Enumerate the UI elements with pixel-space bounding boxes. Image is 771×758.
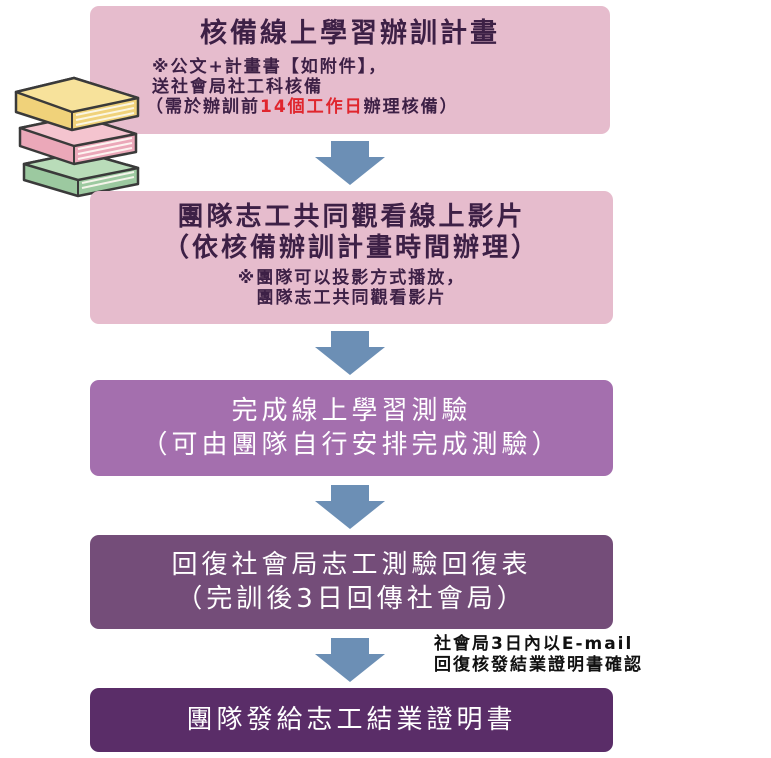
step-1-deadline-highlight: 14個工作日: [260, 97, 364, 117]
step-1-box: 核備線上學習辦訓計畫 ※公文+計畫書【如附件】， 送社會局社工科核備 （需於辦訓…: [90, 6, 610, 134]
step-5-box: 團隊發給志工結業證明書: [90, 688, 613, 752]
step-1-note-3-suffix: 辦理核備）: [363, 97, 459, 117]
step-3-title-line-1: 完成線上學習測驗: [231, 396, 472, 426]
side-note-line-2: 回復核發結業證明書確認: [434, 655, 643, 675]
down-arrow-icon: [315, 331, 385, 375]
step-1-note-1: ※公文+計畫書【如附件】，: [152, 57, 388, 77]
step-2-note-2: 團隊志工共同觀看影片: [256, 288, 447, 308]
down-arrow-icon: [315, 141, 385, 185]
step-5-title: 團隊發給志工結業證明書: [186, 705, 517, 735]
green-book-icon: [22, 150, 140, 198]
step-3-title-line-2: （可由團隊自行安排完成測驗）: [141, 430, 562, 460]
step-2-note-1: ※團隊可以投影方式播放，: [237, 268, 466, 288]
step-1-title: 核備線上學習辦訓計畫: [200, 18, 500, 49]
down-arrow-icon: [315, 485, 385, 529]
step-2-box: 團隊志工共同觀看線上影片 （依核備辦訓計畫時間辦理） ※團隊可以投影方式播放， …: [90, 191, 613, 324]
side-note-line-1: 社會局3日內以E-mail: [434, 634, 634, 654]
step-4-title-line-1: 回復社會局志工測驗回復表: [171, 550, 532, 580]
step-1-note-3: （需於辦訓前14個工作日辦理核備）: [146, 97, 459, 117]
side-note: 社會局3日內以E-mail 回復核發結業證明書確認: [434, 634, 643, 676]
step-3-box: 完成線上學習測驗 （可由團隊自行安排完成測驗）: [90, 380, 613, 476]
yellow-book-icon: [14, 76, 140, 132]
step-2-title-line-1: 團隊志工共同觀看線上影片: [177, 202, 526, 232]
down-arrow-icon: [315, 638, 385, 682]
step-2-title-line-2: （依核備辦訓計畫時間辦理）: [162, 233, 540, 263]
books-icon: [14, 76, 140, 198]
step-4-title-line-2: （完訓後3日回傳社會局）: [176, 584, 527, 614]
step-1-note-2: 送社會局社工科核備: [152, 77, 323, 97]
step-4-box: 回復社會局志工測驗回復表 （完訓後3日回傳社會局）: [90, 535, 613, 629]
step-1-note-3-prefix: （需於辦訓前: [146, 97, 260, 117]
